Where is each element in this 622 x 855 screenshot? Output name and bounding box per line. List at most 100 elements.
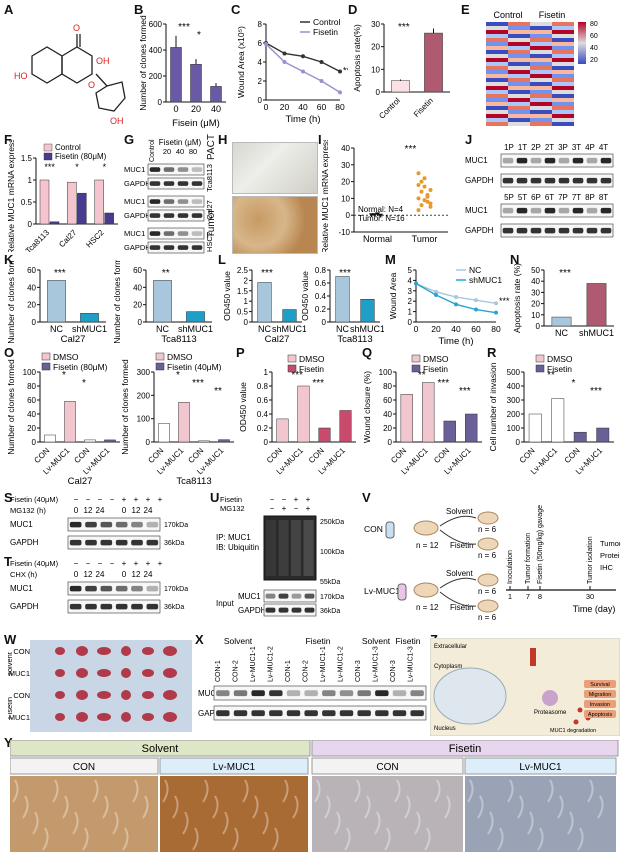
data-point <box>474 298 478 303</box>
timeline-tick-label: 30 <box>586 592 594 601</box>
bar <box>80 313 99 323</box>
treatment-label: MG132 <box>220 504 245 513</box>
blot-header: Fisetin (μM) <box>159 138 202 147</box>
blot-g-band <box>191 199 203 204</box>
treatment-sign: − <box>86 495 91 504</box>
n-label: n = 12 <box>416 603 439 612</box>
treatment-sign: − <box>270 504 275 513</box>
outcome-box <box>584 700 616 708</box>
data-point <box>416 171 421 176</box>
blot-u-frame <box>263 603 317 617</box>
y-axis-label: Wound closure (%) <box>362 371 372 443</box>
panel-letter-w: W <box>4 632 17 647</box>
tissue-texture <box>334 811 341 835</box>
y-tick-label: 30 <box>341 161 350 170</box>
blot-g-band <box>149 231 161 236</box>
heatmap-cell <box>552 38 574 42</box>
bar <box>49 221 60 225</box>
blot-g-frame <box>147 195 205 208</box>
panel-letter-u: U <box>210 490 220 505</box>
outcome-label: Invasion <box>590 702 611 708</box>
y-tick-label: 30 <box>371 20 380 29</box>
bar <box>276 418 289 443</box>
blot-u-band <box>304 593 315 599</box>
data-point <box>428 188 433 192</box>
output-label: IHC <box>600 563 614 572</box>
y-axis-label: Number of clones formed <box>120 359 130 455</box>
legend-label: Fisetin (40μM) <box>167 362 222 372</box>
y-tick-label: 0 <box>28 220 33 229</box>
group-label: Fisetin <box>395 636 420 646</box>
n-label: n = 12 <box>416 541 439 550</box>
heatmap-cell <box>508 22 530 26</box>
blot-g-band <box>177 213 189 218</box>
blot-x-band <box>375 710 389 717</box>
panel-letter-o: O <box>4 345 15 360</box>
annotation: Tumor: N=16 <box>358 214 405 223</box>
x-tick-label: shMUC1 <box>72 324 107 334</box>
data-point <box>414 281 418 286</box>
tumor-specimen <box>121 690 131 700</box>
heatmap-cell <box>530 118 552 122</box>
region-label: MUC1 degradation <box>550 728 596 734</box>
heatmap-cell <box>552 110 574 114</box>
data-point <box>454 302 458 307</box>
y-tick-label: 1 <box>244 297 249 306</box>
heatmap-cell <box>508 74 530 78</box>
heatmap-cell <box>552 114 574 118</box>
cell-line-label: Tca8113 <box>205 164 214 192</box>
treatment-sign: − <box>98 495 103 504</box>
heatmap-cell <box>530 114 552 118</box>
blot-x-band <box>233 690 248 697</box>
bar <box>44 434 56 443</box>
blot-S-band <box>146 521 159 528</box>
y-tick-label: 60 <box>27 396 36 405</box>
blot-row-label: MUC1 <box>124 229 145 238</box>
lane-label: CON-1 <box>285 660 292 682</box>
y-tick-label: 10 <box>371 65 380 74</box>
heatmap-cell <box>486 54 508 58</box>
annotation: Normal: N=4 <box>358 205 404 214</box>
blot-T-band <box>69 603 82 610</box>
y-tick-label: 1 <box>28 176 33 185</box>
blot-g-band <box>177 231 189 236</box>
blot-S-band <box>69 521 82 528</box>
y-tick-label: 100 <box>137 415 151 424</box>
treatment-label: Fisetin (40μM) <box>10 559 59 568</box>
y-tick-label: 0.5 <box>237 308 249 317</box>
panel-letter-c: C <box>231 2 241 17</box>
heatmap-cell <box>508 62 530 66</box>
y-tick-label: 2 <box>408 297 413 306</box>
blot-j-band <box>586 177 598 184</box>
svg-text:OH: OH <box>96 56 110 66</box>
blot-S-band <box>131 521 143 528</box>
blot-T-band <box>146 585 159 592</box>
heatmap-cell <box>508 102 530 106</box>
blot-x-frame <box>213 685 427 701</box>
blot-row-label: MUC1 <box>238 592 261 601</box>
tissue-texture <box>344 827 351 851</box>
significance-label: * <box>176 370 180 381</box>
group-label: Lv-MUC1 <box>364 586 400 596</box>
blot-j-frame <box>500 153 614 168</box>
x-tick-label: CON <box>518 446 537 465</box>
data-point <box>416 196 421 201</box>
timeline-tick-label: 7 <box>526 592 530 601</box>
blot-x-band <box>251 710 265 717</box>
blot-j-band <box>586 157 598 164</box>
blot-S-band <box>131 539 143 546</box>
panel-letter-m: M <box>385 252 396 267</box>
treatment-sign: + <box>146 495 151 504</box>
heatmap-cell <box>552 106 574 110</box>
legend-label: Fisetin (80μM) <box>55 152 107 161</box>
lane-label: 7P <box>558 193 568 202</box>
blot-j-band <box>544 177 556 184</box>
tumor-specimen <box>121 712 131 722</box>
tissue-texture <box>394 779 401 803</box>
y-tick-label: 1.5 <box>237 287 249 296</box>
bar <box>339 410 352 443</box>
heatmap-cell <box>530 66 552 70</box>
